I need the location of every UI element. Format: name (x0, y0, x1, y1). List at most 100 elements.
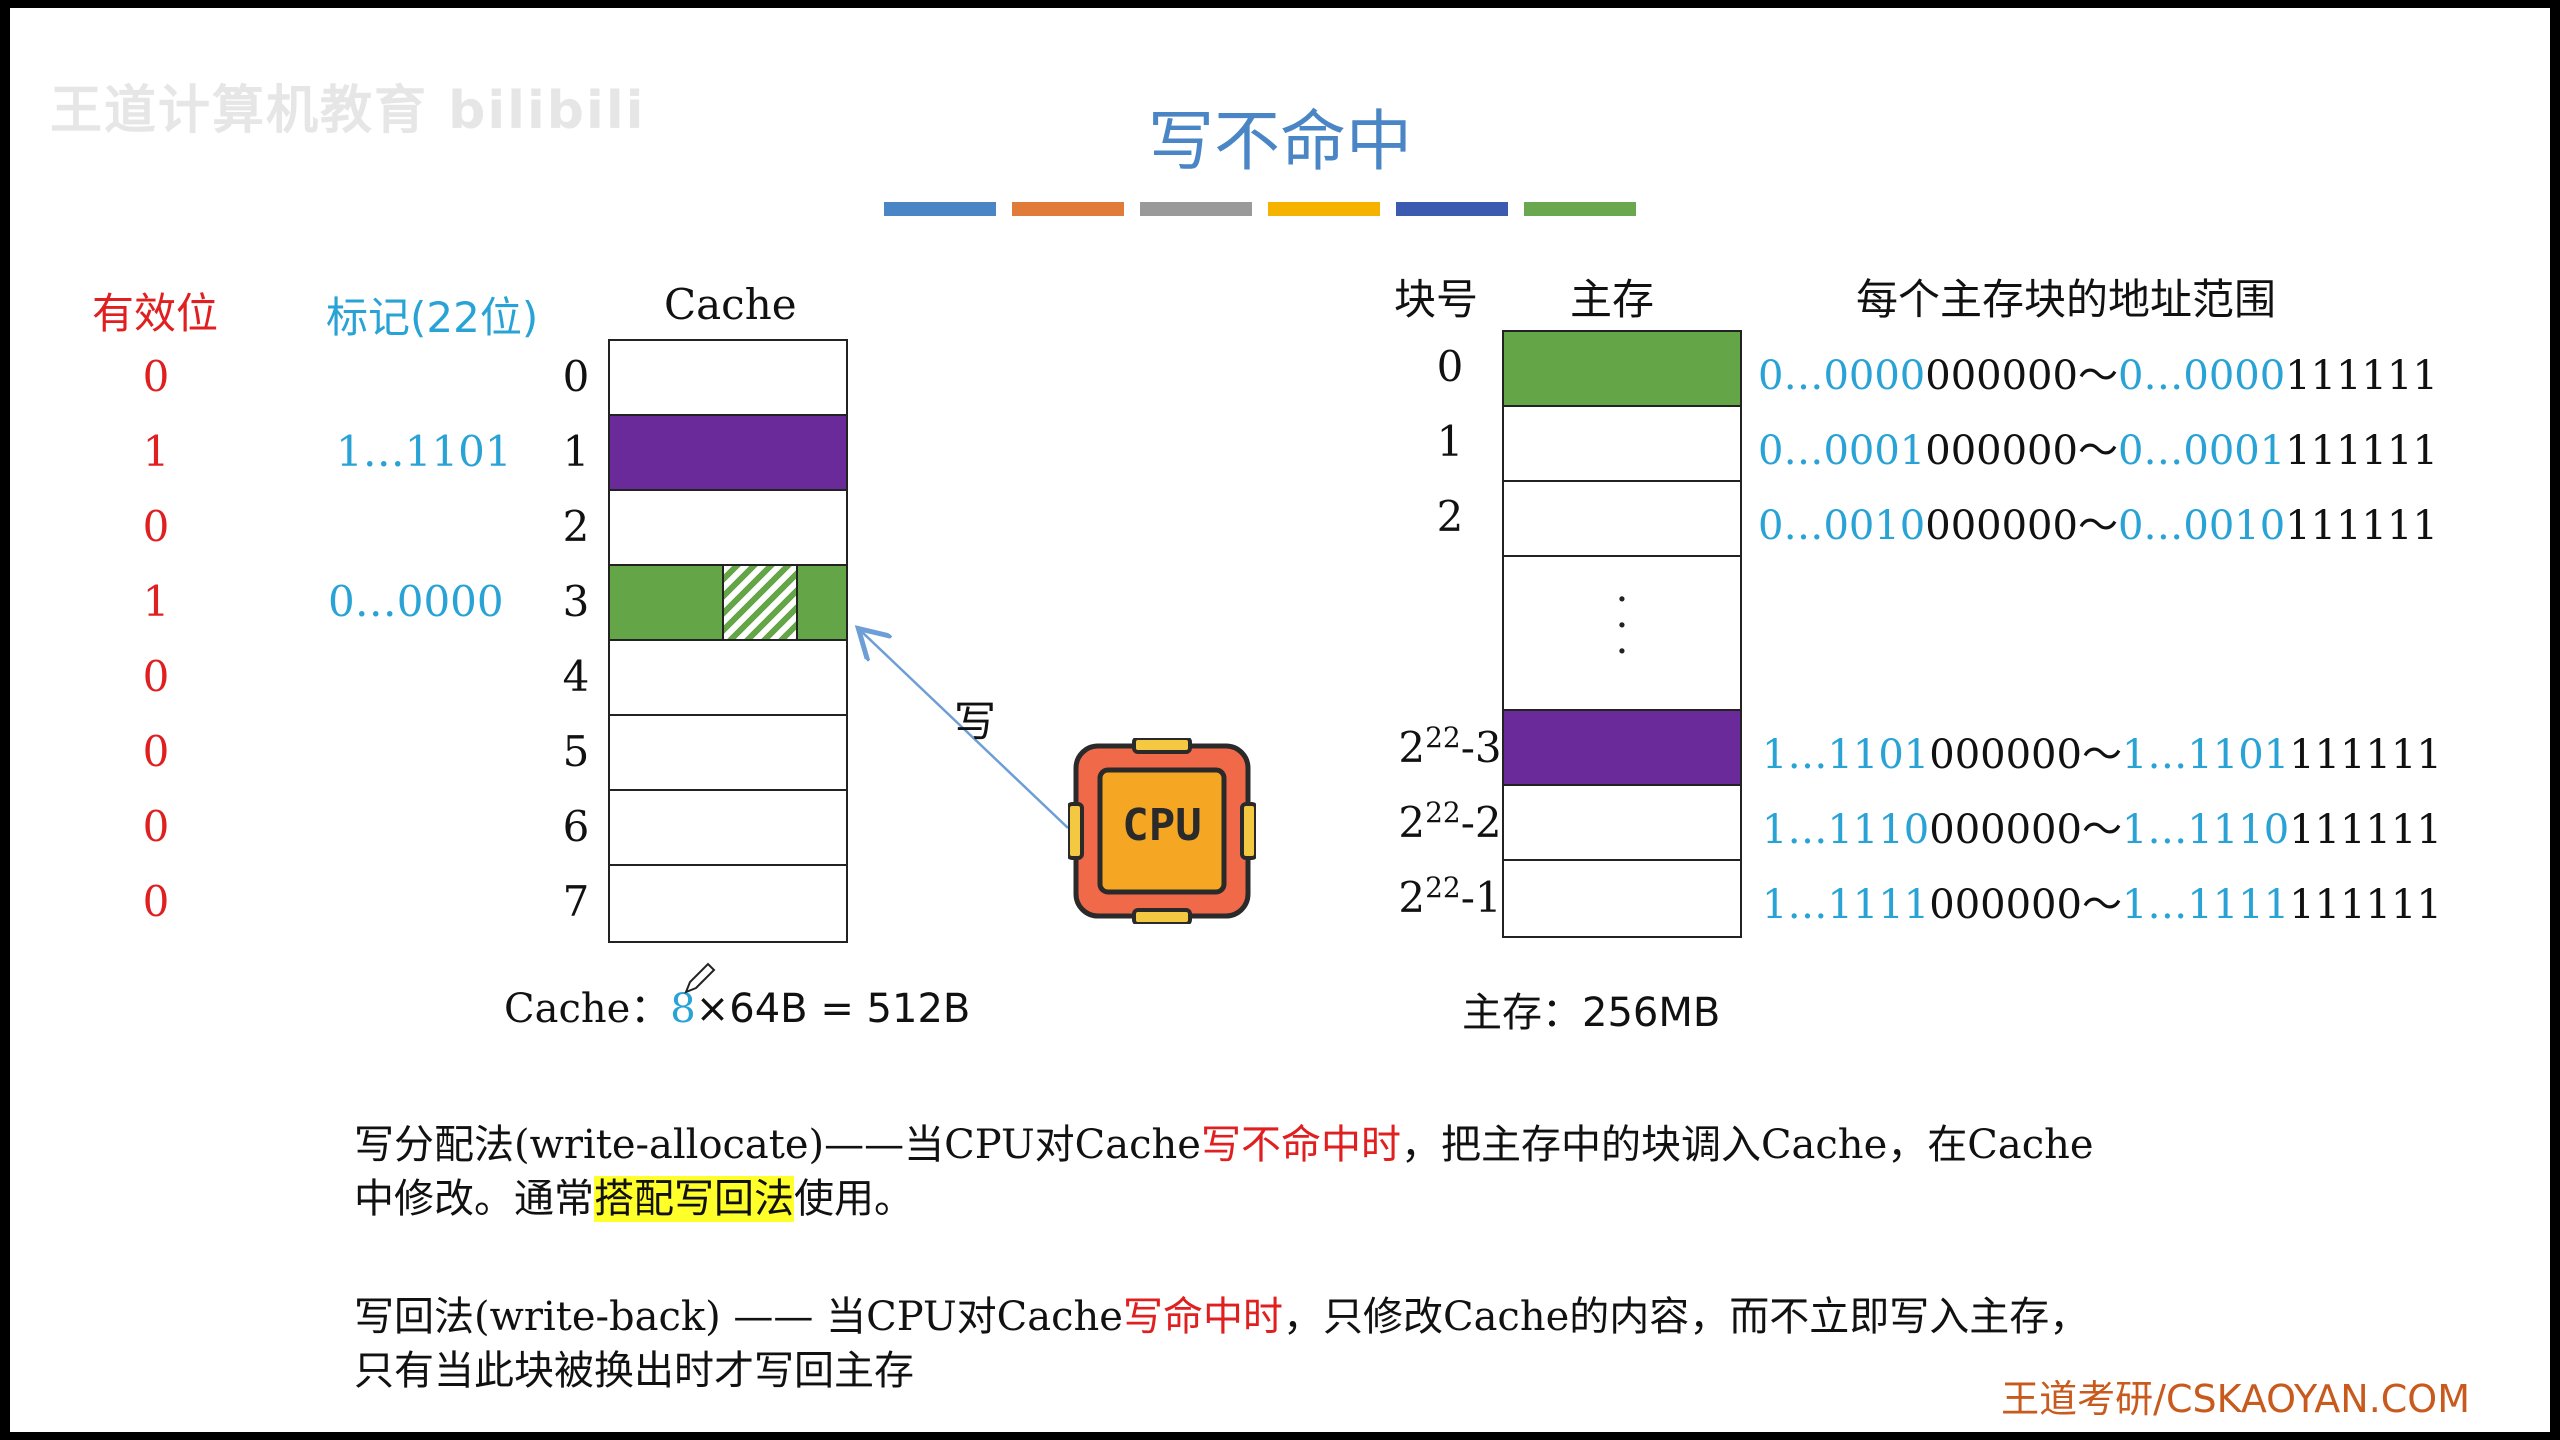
block-number: 222-2 (1380, 796, 1520, 847)
valid-bit: 0 (142, 651, 170, 701)
address-end-low: 111111 (2285, 427, 2438, 474)
memory-caption-prefix: 主存： (1462, 990, 1582, 1036)
p1-text-d: 使用。 (794, 1176, 914, 1222)
block-number-base: 2 (1398, 797, 1426, 847)
address-start-high: 1…1111 (1762, 881, 1930, 928)
cache-caption-prefix: Cache： (504, 986, 671, 1032)
cpu-icon (1066, 736, 1258, 926)
write-allocate-paragraph: 写分配法(write-allocate)——当CPU对Cache写不命中时，把主… (354, 1118, 2094, 1226)
cache-line (610, 866, 846, 941)
footer-brand: 王道考研/CSKAOYAN.COM (2001, 1377, 2470, 1421)
block-number: 1 (1380, 417, 1520, 466)
memory-block (1504, 861, 1740, 936)
block-number-exponent: 22 (1425, 795, 1461, 829)
cache-line-index: 6 (562, 801, 590, 851)
p2-red-text: 写命中时 (1122, 1294, 1283, 1340)
written-word-hatch (722, 566, 798, 639)
memory-block (1504, 711, 1740, 786)
cache-line-index: 5 (562, 726, 590, 776)
cache-line-index: 1 (562, 426, 590, 476)
title-color-bar (1012, 202, 1124, 216)
memory-block (1504, 407, 1740, 482)
valid-bit: 0 (142, 801, 170, 851)
address-end-high: 0…0001 (2117, 427, 2286, 474)
cache-line (610, 341, 846, 416)
p2-text-b: ，只修改Cache的内容，而不立即写入主存， (1282, 1294, 2090, 1340)
memory-caption: 主存：256MB (1462, 980, 1720, 1038)
memory-block (1504, 332, 1740, 407)
address-start-high: 1…1101 (1762, 731, 1930, 778)
address-range: 0…0001000000～0…0001111111 (1758, 418, 2438, 476)
address-end-low: 111111 (2285, 502, 2438, 549)
memory-caption-value: 256MB (1582, 990, 1721, 1036)
tag-value: 1…1101 (336, 426, 512, 476)
cpu-chip: CPU (1066, 736, 1258, 926)
write-arrow (10, 8, 1069, 829)
cache-line-index: 2 (562, 501, 590, 551)
block-number-suffix: -2 (1460, 797, 1502, 847)
cache-caption: Cache：8×64B = 512B (504, 976, 970, 1034)
address-range: 0…0010000000～0…0010111111 (1758, 493, 2438, 551)
valid-bit: 0 (142, 876, 170, 926)
address-end-high: 1…1110 (2121, 806, 2290, 853)
cache-caption-count: 8 (670, 986, 696, 1032)
address-end-low: 111111 (2285, 352, 2438, 399)
block-number: 0 (1380, 342, 1520, 391)
address-start-low: 000000～ (1929, 731, 2122, 778)
address-end-low: 111111 (2289, 731, 2442, 778)
address-start-high: 0…0001 (1758, 427, 1926, 474)
address-end-high: 0…0000 (2117, 352, 2286, 399)
cache-line (610, 716, 846, 791)
p2-text-a: 写回法(write-back) —— 当CPU对Cache (354, 1294, 1123, 1340)
cache-line-index: 7 (562, 876, 590, 926)
address-range: 1…1111000000～1…1111111111 (1762, 872, 2442, 930)
cache-line-index: 0 (562, 351, 590, 401)
address-end-high: 1…1101 (2121, 731, 2290, 778)
address-end-high: 1…1111 (2121, 881, 2290, 928)
pen-cursor-icon (684, 962, 716, 994)
vertical-ellipsis: · · · (1615, 577, 1629, 675)
block-number-exponent: 22 (1425, 720, 1461, 754)
address-end-low: 111111 (2289, 806, 2442, 853)
valid-bit: 0 (142, 351, 170, 401)
address-start-low: 000000～ (1929, 881, 2122, 928)
title-color-bar (884, 202, 996, 216)
cache-line-index: 4 (562, 651, 590, 701)
address-range: 1…1110000000～1…1110111111 (1762, 797, 2442, 855)
p2-text-c: 只有当此块被换出时才写回主存 (354, 1348, 914, 1394)
address-start-low: 000000～ (1925, 352, 2118, 399)
tag-value: 0…0000 (328, 576, 504, 626)
block-number-header: 块号 (1394, 275, 1479, 324)
block-number-suffix: -1 (1460, 872, 1502, 922)
tag-header: 标记(22位) (326, 293, 539, 342)
cache-line-index: 3 (562, 576, 590, 626)
write-label: 写 (954, 697, 997, 746)
block-number-base: 2 (1398, 722, 1426, 772)
title-color-bar (1524, 202, 1636, 216)
p1-highlight: 搭配写回法 (594, 1176, 794, 1222)
cache-line (610, 641, 846, 716)
cache-header: Cache (664, 280, 797, 329)
cache-caption-rest: ×64B = 512B (695, 986, 971, 1032)
title-color-bar (1140, 202, 1252, 216)
block-number-base: 2 (1398, 872, 1426, 922)
address-start-low: 000000～ (1929, 806, 2122, 853)
memory-header: 主存 (1570, 275, 1655, 324)
block-number: 222-1 (1380, 871, 1520, 922)
address-start-high: 1…1110 (1762, 806, 1930, 853)
address-end-high: 0…0010 (2117, 502, 2286, 549)
valid-bit: 0 (142, 501, 170, 551)
page-title: 写不命中 (1148, 103, 1412, 180)
address-start-low: 000000～ (1925, 502, 2118, 549)
address-range: 0…0000000000～0…0000111111 (1758, 343, 2438, 401)
watermark: 王道计算机教育 bilibili (50, 81, 646, 141)
address-start-low: 000000～ (1925, 427, 2118, 474)
p1-text-a: 写分配法(write-allocate)——当CPU对Cache (354, 1122, 1201, 1168)
cpu-label: CPU (1122, 800, 1202, 851)
write-back-paragraph: 写回法(write-back) —— 当CPU对Cache写命中时，只修改Cac… (354, 1290, 2089, 1398)
block-number-base: 2 (1436, 491, 1464, 541)
p1-text-b: ，把主存中的块调入Cache，在Cache (1400, 1122, 2094, 1168)
block-number: 2 (1380, 492, 1520, 541)
valid-bit: 1 (142, 426, 170, 476)
slide: 王道计算机教育 bilibili 写不命中 有效位 标记(22位) Cache … (10, 8, 2550, 1432)
